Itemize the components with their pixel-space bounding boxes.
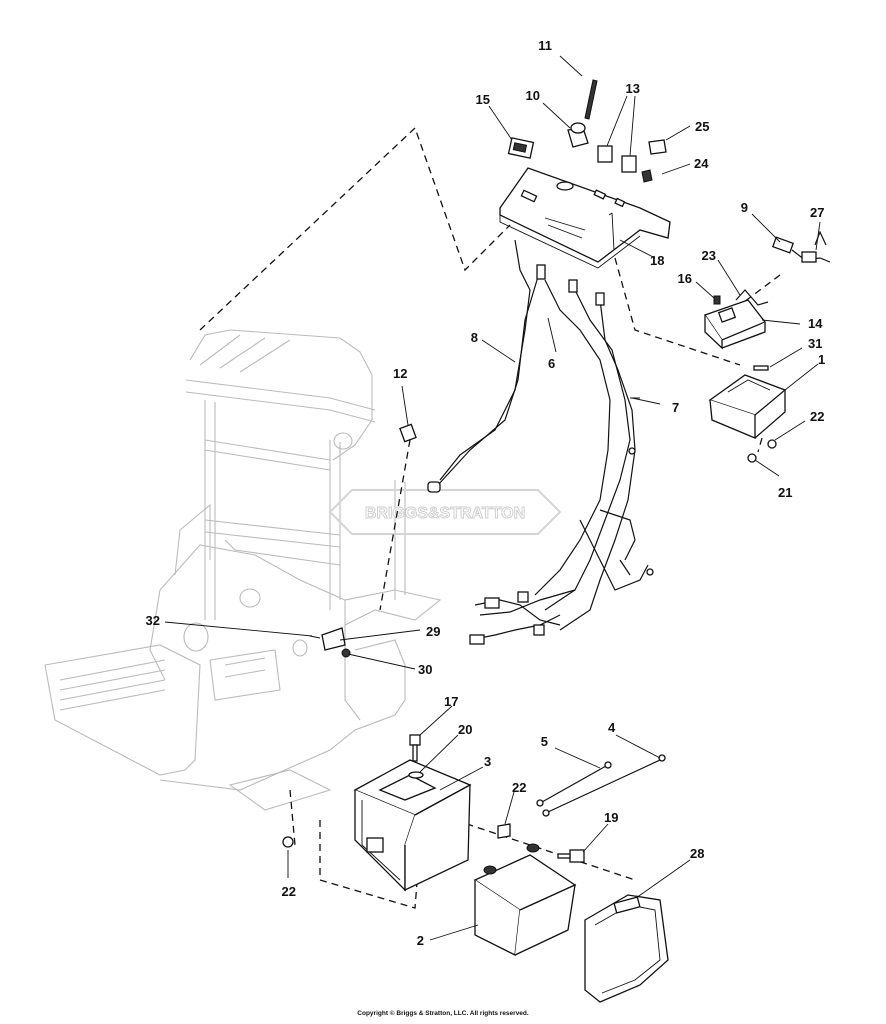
- callout-20: 20: [458, 722, 472, 737]
- callout-9: 9: [741, 200, 748, 215]
- terminal-hardware: [497, 823, 585, 863]
- callout-21: 21: [778, 485, 792, 500]
- mower-frame-ghost: [44, 329, 442, 811]
- callout-10: 10: [526, 88, 540, 103]
- callout-2: 2: [417, 933, 424, 948]
- callout-13: 13: [626, 81, 640, 96]
- dash-mounting-bracket: [708, 365, 787, 463]
- callout-6: 6: [548, 356, 555, 371]
- callout-7: 7: [672, 400, 679, 415]
- callout-22-dash: 22: [810, 409, 824, 424]
- callout-30: 30: [418, 662, 432, 677]
- watermark-text: BRIGGS&STRATTON: [365, 505, 525, 522]
- fuse-holder: [771, 230, 831, 263]
- callout-14: 14: [808, 316, 823, 331]
- watermark-badge: BRIGGS&STRATTON: [328, 489, 562, 535]
- battery-cover: [584, 894, 669, 1003]
- callout-18: 18: [650, 253, 664, 268]
- callout-1: 1: [818, 352, 825, 367]
- callout-5: 5: [541, 734, 548, 749]
- callout-27: 27: [810, 205, 824, 220]
- callout-24: 23: [702, 248, 716, 263]
- dash-panel: [499, 167, 671, 269]
- callout-numbers: 11 10 13 15 25 24 18 9 27 23 16 14 31 1 …: [146, 38, 826, 948]
- leader-lines: [164, 55, 821, 941]
- frame-switch: [399, 423, 417, 443]
- callout-26: 25: [695, 119, 709, 134]
- callout-31: 32: [146, 613, 160, 628]
- callout-15: 15: [476, 92, 490, 107]
- clip-hardware: [309, 627, 351, 658]
- callout-22-frame: 22: [282, 884, 296, 899]
- callout-12: 12: [393, 366, 407, 381]
- callout-29: 29: [426, 624, 440, 639]
- callout-8: 8: [471, 330, 478, 345]
- bolt-washer: [408, 734, 424, 779]
- wire-harnesses: [427, 239, 654, 645]
- relay-module: [703, 289, 769, 350]
- callout-3: 3: [484, 754, 491, 769]
- callout-28: 28: [690, 846, 704, 861]
- callout-11: 11: [538, 38, 552, 53]
- battery-box: [353, 759, 472, 892]
- frame-nut: [282, 836, 294, 848]
- callout-17: 17: [444, 694, 458, 709]
- battery: [473, 843, 577, 956]
- callout-32: 31: [808, 336, 822, 351]
- copyright-notice: Copyright © Briggs & Stratton, LLC. All …: [357, 1010, 529, 1017]
- callout-25: 24: [694, 156, 709, 171]
- callout-4: 4: [608, 720, 616, 735]
- callout-16: 16: [678, 271, 692, 286]
- dash-switches: [507, 79, 667, 251]
- battery-cables: [536, 754, 666, 817]
- callout-23: 22: [512, 780, 526, 795]
- callout-19: 19: [604, 810, 618, 825]
